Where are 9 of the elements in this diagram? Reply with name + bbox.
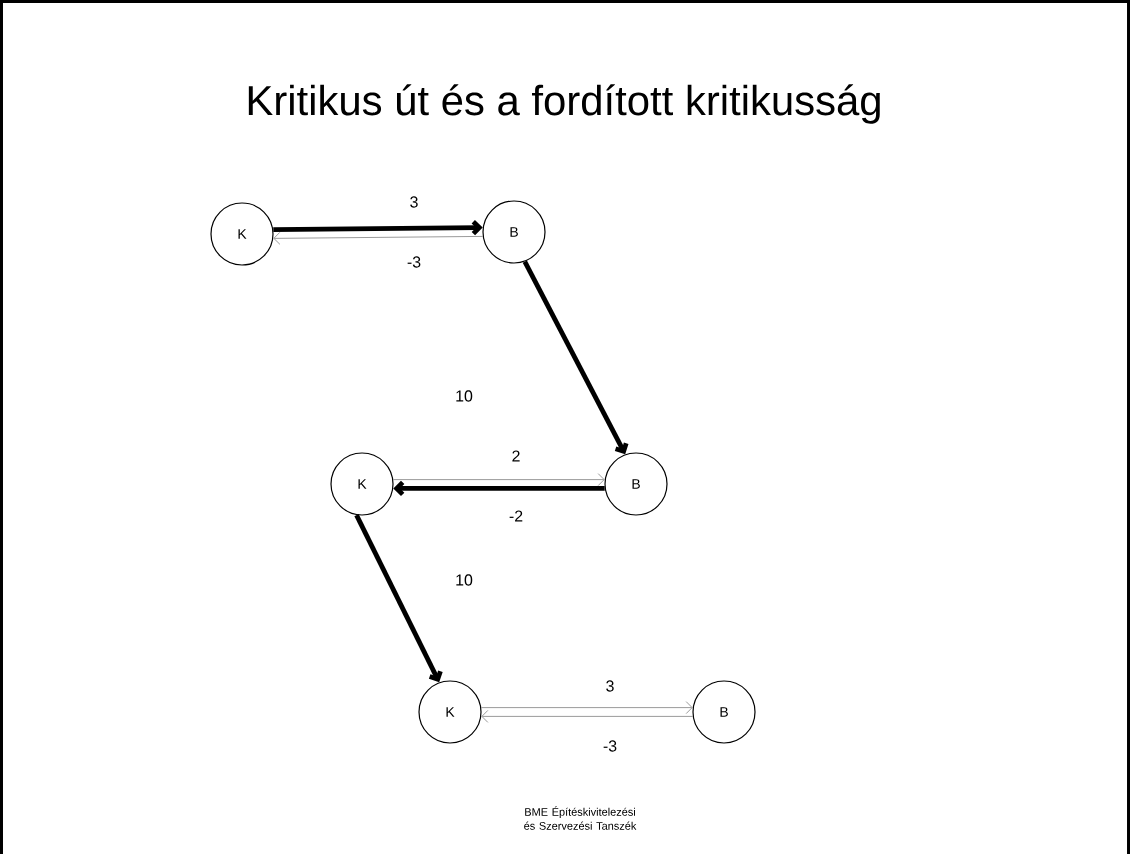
arrow (522, 260, 629, 455)
arrow (354, 514, 443, 683)
arrow (273, 231, 484, 245)
arrow (393, 480, 605, 497)
arrow (481, 710, 694, 723)
arrow (480, 701, 693, 714)
arrow (273, 220, 483, 236)
title: Kritikus út és a fordított kritikusság (248, 84, 880, 124)
arrow (392, 473, 605, 486)
